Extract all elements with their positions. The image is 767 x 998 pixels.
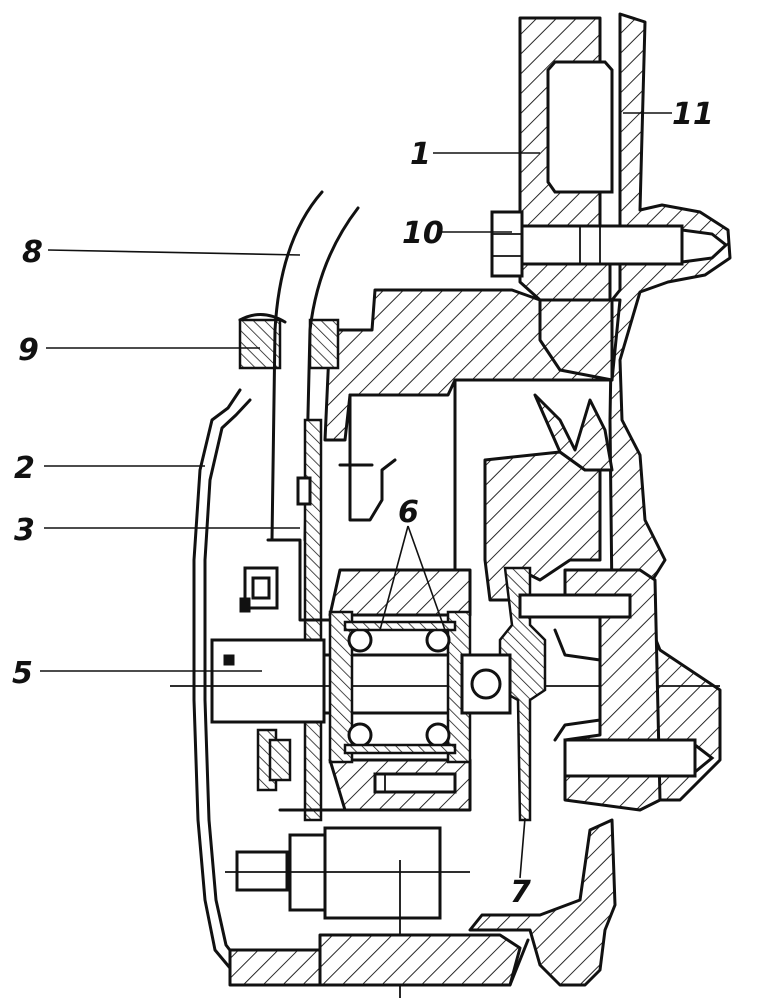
callout-3: 3 [14,513,35,548]
callout-10: 10 [402,216,444,251]
callout-11: 11 [672,97,714,132]
callout-8: 8 [22,235,43,270]
bolt [490,210,729,278]
callout-2: 2 [14,451,35,486]
capacitor [225,826,470,998]
callout-9: 9 [18,333,39,368]
central-casting [323,288,622,652]
leader-lines [40,112,672,879]
fan-hub [460,566,547,822]
brush-holder [239,538,332,792]
callouts: 1 2 3 5 6 7 8 9 10 11 [12,97,714,910]
callout-5: 5 [12,656,33,691]
pulley-nut [518,568,715,812]
callout-1: 1 [410,137,431,172]
callout-6: 6 [398,495,419,530]
ball-bearings [343,620,457,755]
cable [270,190,360,542]
grommet [238,313,340,370]
lower-casting [228,808,522,987]
callout-7: 7 [510,875,531,910]
pulley [468,393,617,987]
cap-screw [373,772,457,794]
rotor-shaft [170,638,720,724]
